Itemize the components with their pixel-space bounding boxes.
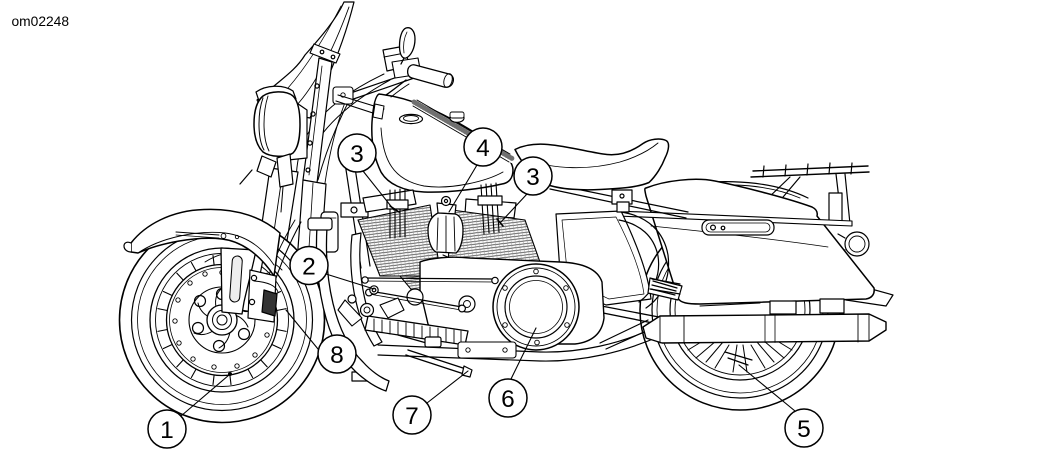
svg-text:3: 3 <box>350 141 364 168</box>
svg-text:1: 1 <box>160 417 174 444</box>
svg-text:8: 8 <box>330 342 344 369</box>
svg-text:5: 5 <box>797 416 811 443</box>
svg-text:om02248: om02248 <box>12 14 70 29</box>
svg-text:4: 4 <box>476 135 490 162</box>
svg-text:7: 7 <box>405 403 419 430</box>
svg-text:3: 3 <box>526 164 540 191</box>
svg-text:6: 6 <box>501 386 515 413</box>
svg-text:2: 2 <box>302 253 316 280</box>
